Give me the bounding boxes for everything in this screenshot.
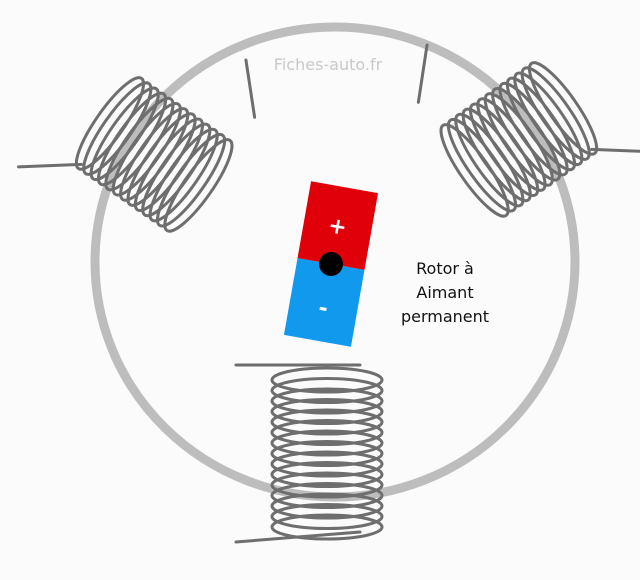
coil-turn xyxy=(270,398,384,425)
coil-windings xyxy=(270,366,384,541)
plus-sign: + xyxy=(326,213,348,241)
coil-lead-bottom xyxy=(416,43,429,104)
rotor-magnet: + - xyxy=(283,181,379,347)
rotor-axle xyxy=(319,252,343,276)
coil-turn xyxy=(270,440,384,467)
coil-windings xyxy=(74,76,234,233)
coil-lead-top xyxy=(17,162,83,169)
magnet-positive-pole xyxy=(297,181,379,270)
stator-coil-upper-left xyxy=(17,58,257,233)
coil-lead-top xyxy=(590,147,640,154)
coil-turn xyxy=(270,419,384,446)
watermark: Fiches-auto.fr xyxy=(274,55,383,74)
coil-windings xyxy=(439,61,599,218)
coil-turn xyxy=(270,492,384,520)
rotor-label-line-2: Aimant xyxy=(416,283,473,302)
rotor-label-line-3: permanent xyxy=(401,307,489,326)
coil-turn xyxy=(270,450,384,478)
rotor-label-line-1: Rotor à xyxy=(416,259,474,278)
coil-turn xyxy=(270,387,384,415)
coil-turn xyxy=(148,127,219,223)
coil-turn xyxy=(155,132,227,228)
minus-sign: - xyxy=(316,296,329,322)
coil-turn xyxy=(446,117,518,213)
coil-turn xyxy=(163,138,234,233)
coil-turn xyxy=(270,408,384,436)
coil-turn xyxy=(454,112,525,208)
magnet-negative-pole xyxy=(283,258,365,347)
coil-lead-bottom xyxy=(244,58,257,119)
coil-turn xyxy=(270,513,384,541)
coil-turn xyxy=(270,377,384,404)
coil-turn xyxy=(439,123,510,218)
coil-turn xyxy=(270,461,384,488)
coil-turn xyxy=(270,366,384,394)
stator-coil-upper-right xyxy=(416,43,640,218)
coil-turn xyxy=(270,482,384,509)
coil-turn xyxy=(270,503,384,530)
coil-turn xyxy=(270,471,384,499)
stator-coil-bottom xyxy=(234,363,384,544)
coil-turn xyxy=(270,429,384,457)
